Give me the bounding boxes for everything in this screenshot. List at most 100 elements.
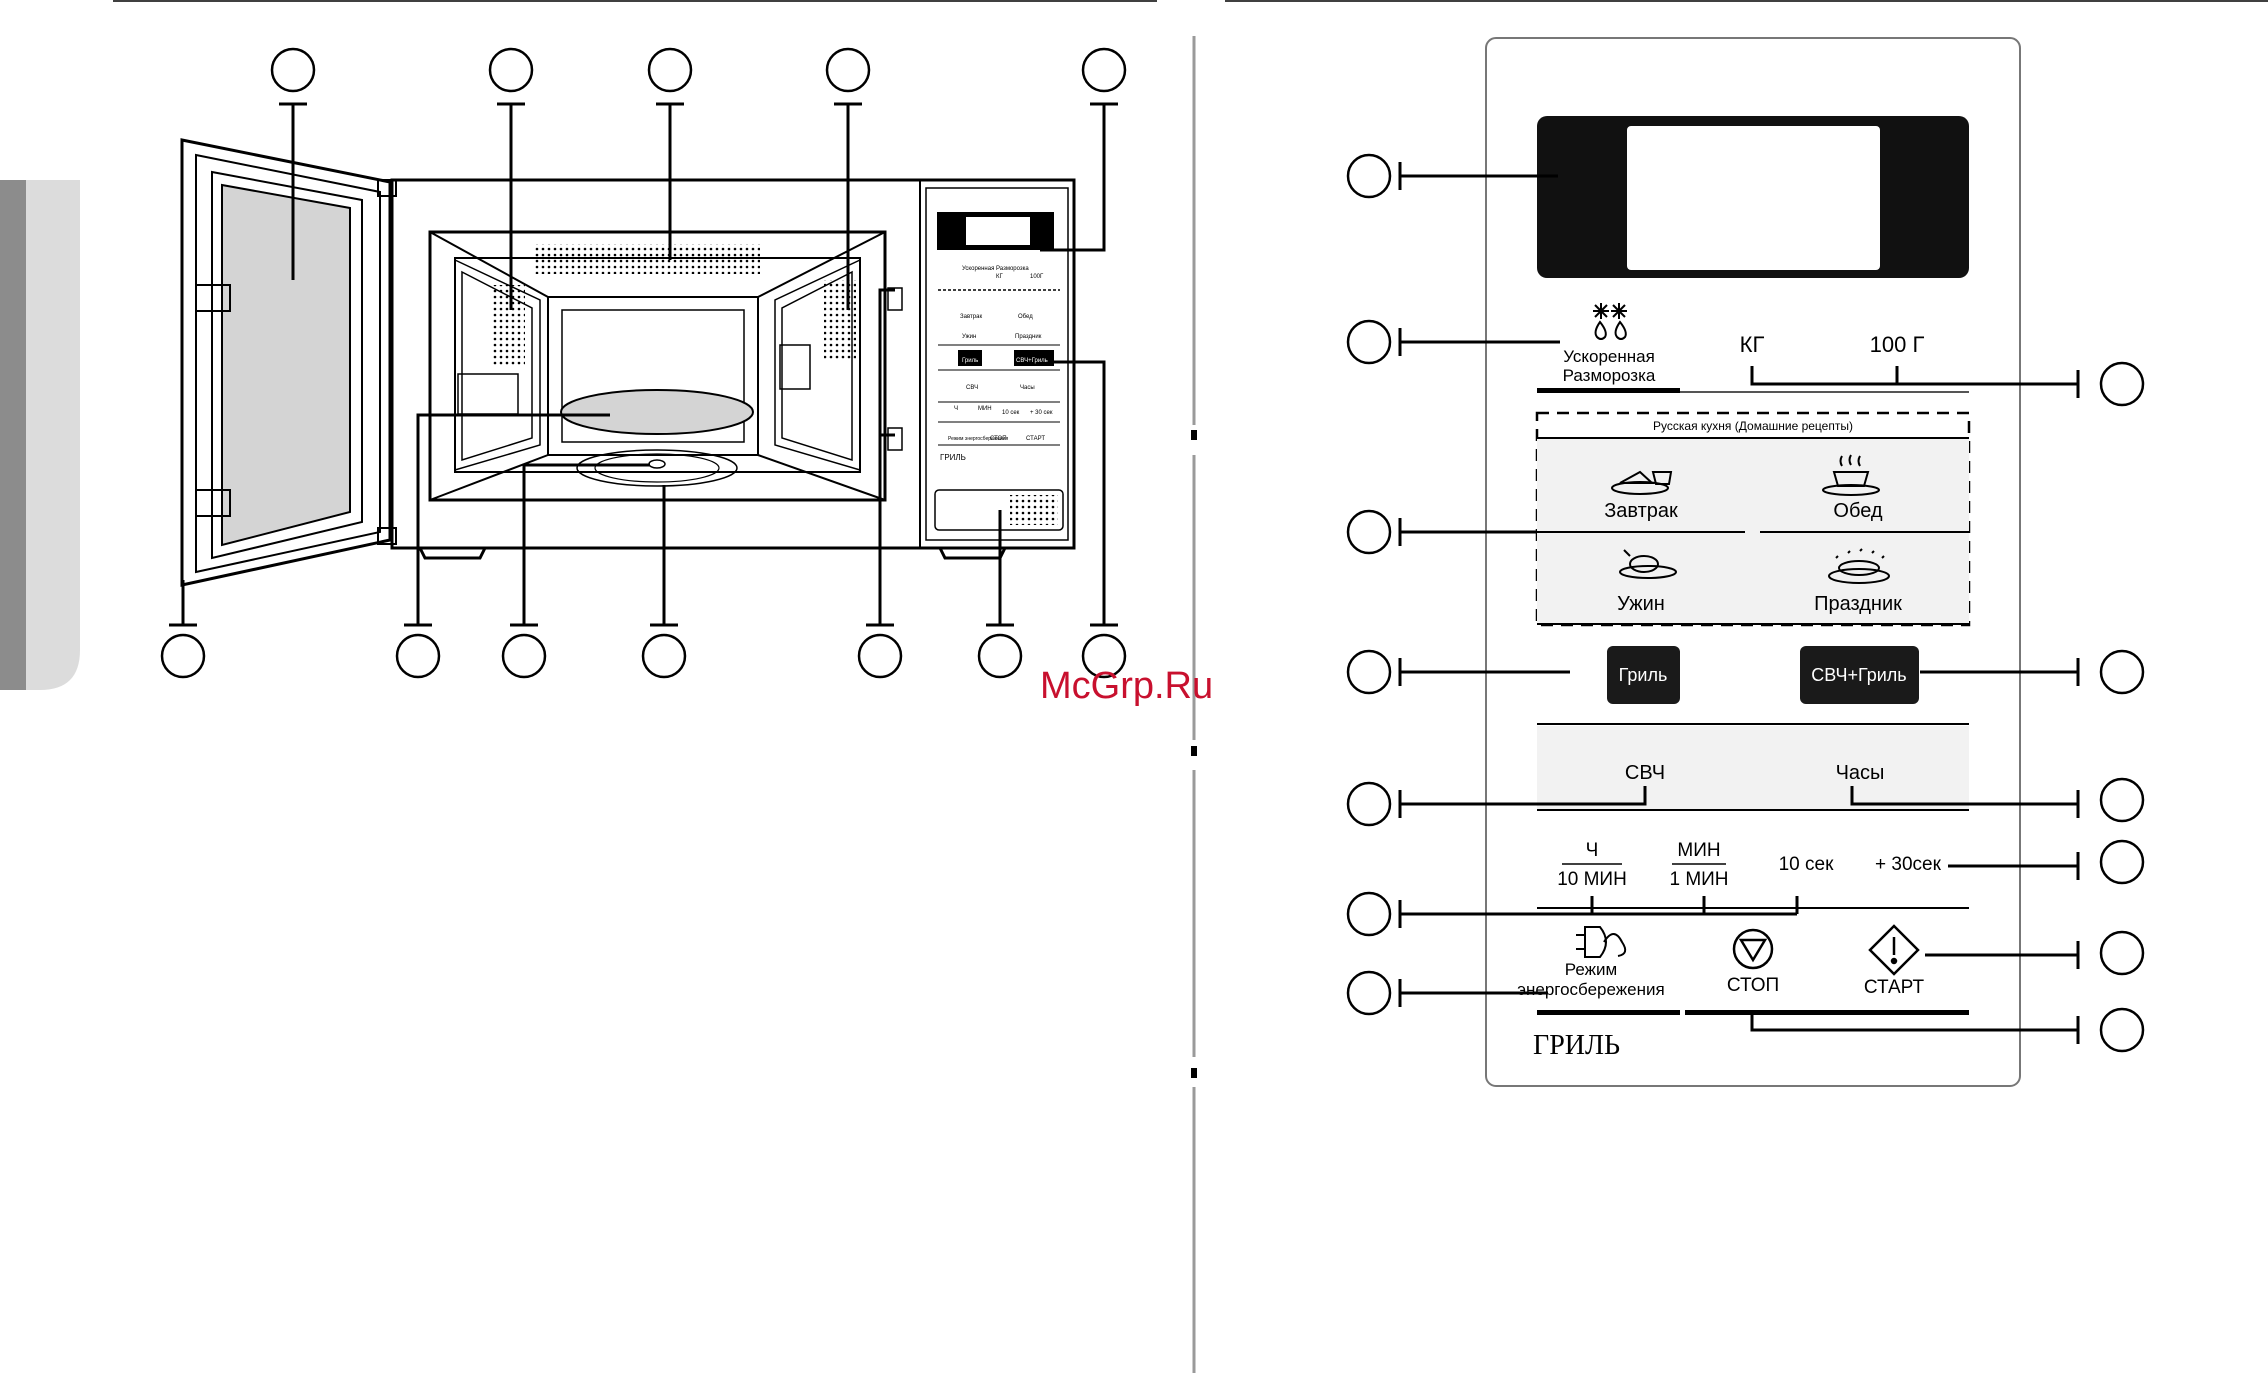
mini-stop: СТОП: [990, 436, 1007, 442]
callout-lines-left: [169, 102, 1118, 627]
mini-start: СТАРТ: [1026, 436, 1045, 442]
door-latch-bottom: [195, 489, 231, 517]
dinner-icon: [1619, 549, 1677, 579]
grill-button[interactable]: [1607, 646, 1680, 704]
ten-sec-label: 10 сек: [1779, 854, 1834, 875]
callout-circle: [857, 633, 903, 679]
callout-circle: [2099, 1007, 2145, 1053]
mini-kg: КГ: [996, 274, 1003, 280]
callout-circle: [501, 633, 547, 679]
eco-plug-icon: [1576, 926, 1627, 958]
mini-grill-button: [958, 350, 982, 366]
mini-dinner: Ужин: [962, 334, 976, 340]
mw-grill-button[interactable]: [1800, 646, 1919, 704]
door: [180, 138, 392, 587]
display-screen: [1627, 126, 1880, 270]
dinner-label: Ужин: [1617, 593, 1665, 615]
callout-circle: [2099, 361, 2145, 407]
snowflake-icon: [1593, 303, 1627, 340]
mini-mw-grill-button: [1014, 350, 1054, 366]
holiday-label: Праздник: [1814, 593, 1902, 615]
mini-mw: СВЧ: [966, 385, 978, 391]
callout-circle: [641, 633, 687, 679]
grill-button-label: Гриль: [1619, 665, 1668, 685]
control-panel-section: [919, 179, 1075, 549]
callout-lines-right: [1398, 162, 2080, 1044]
callout-circles-right: [1346, 153, 2145, 1053]
callout-circle: [1081, 633, 1127, 679]
mini-h: Ч: [954, 406, 958, 412]
mini-brand: ГРИЛЬ: [940, 453, 966, 462]
mini-holiday: Праздник: [1015, 334, 1042, 340]
stop-icon: [1732, 928, 1774, 970]
clock-label: Часы: [1836, 762, 1885, 784]
mini-defrost: Ускоренная Разморозка: [962, 266, 1029, 272]
side-tab: [0, 180, 80, 690]
callout-circle: [647, 47, 693, 93]
eco-label-2: энергосбережения: [1517, 980, 1664, 999]
callout-circle: [2099, 777, 2145, 823]
top-vent: [535, 244, 760, 274]
breakfast-label: Завтрак: [1604, 500, 1678, 522]
turntable: [560, 389, 754, 435]
mini-panel-text: Ускоренная Разморозка КГ 100Г Завтрак Об…: [940, 266, 1053, 462]
speaker-grille: [1010, 495, 1058, 525]
mini-clock: Часы: [1020, 385, 1035, 391]
start-icon: [1868, 924, 1920, 976]
holiday-icon: [1828, 548, 1890, 584]
callout-circle: [1081, 47, 1127, 93]
callout-circle: [395, 633, 441, 679]
microwave-illustration: [180, 138, 1076, 587]
callout-circle: [2099, 930, 2145, 976]
mini-eco: Режим энергосбережения: [948, 436, 1008, 442]
callout-circle: [1346, 970, 1392, 1016]
mini-10sec: 10 сек: [1002, 410, 1020, 416]
callout-circles-left: [160, 47, 1127, 679]
callout-circle: [825, 47, 871, 93]
oven-cavity: [418, 230, 1007, 560]
hinge-bottom: [377, 527, 397, 545]
mini-grill: Гриль: [962, 358, 978, 364]
min-label: МИН: [1677, 840, 1720, 861]
stop-label: СТОП: [1727, 975, 1779, 996]
defrost-label-2: Разморозка: [1563, 366, 1656, 385]
callout-circle: [1346, 319, 1392, 365]
hinge-top: [377, 179, 397, 197]
mini-lunch: Обед: [1018, 314, 1033, 320]
callout-circle: [160, 633, 206, 679]
divider-mark: [1191, 1068, 1197, 1078]
callout-circle: [1346, 509, 1392, 555]
defrost-bar: [1537, 388, 1680, 393]
mini-breakfast: Завтрак: [960, 314, 982, 320]
brand-label: ГРИЛЬ: [1533, 1030, 1620, 1061]
mw-label: СВЧ: [1625, 762, 1665, 784]
callout-circle: [2099, 839, 2145, 885]
mini-100g: 100Г: [1030, 274, 1044, 280]
watermark: McGrp.Ru: [1040, 665, 1213, 707]
waveguide-cover: [779, 344, 811, 390]
eco-label-1: Режим: [1565, 960, 1617, 979]
mini-mw-grill: СВЧ+Гриль: [1016, 358, 1048, 364]
hour-label: Ч: [1586, 840, 1599, 861]
divider-mark: [1191, 430, 1197, 440]
mini-plus30: + 30 сек: [1030, 410, 1053, 416]
mini-min: МИН: [978, 406, 992, 412]
callout-circle: [270, 47, 316, 93]
plus30-label: + 30сек: [1875, 854, 1942, 875]
breakfast-icon: [1611, 470, 1673, 495]
100g-label: 100 Г: [1870, 332, 1925, 357]
callout-circle: [2099, 649, 2145, 695]
callout-circle: [1346, 781, 1392, 827]
callout-circle: [1346, 891, 1392, 937]
mw-grill-button-label: СВЧ+Гриль: [1811, 665, 1906, 685]
callout-circle: [488, 47, 534, 93]
callout-circle: [977, 633, 1023, 679]
callout-circle: [1346, 649, 1392, 695]
control-panel: Ускоренная Разморозка КГ 100 Г Русская к…: [1485, 37, 2021, 1087]
ten-min-label: 10 МИН: [1557, 869, 1627, 890]
door-latch-top: [195, 284, 231, 312]
one-min-label: 1 МИН: [1669, 869, 1728, 890]
defrost-label-1: Ускоренная: [1563, 347, 1655, 366]
divider-mark: [1191, 746, 1197, 756]
